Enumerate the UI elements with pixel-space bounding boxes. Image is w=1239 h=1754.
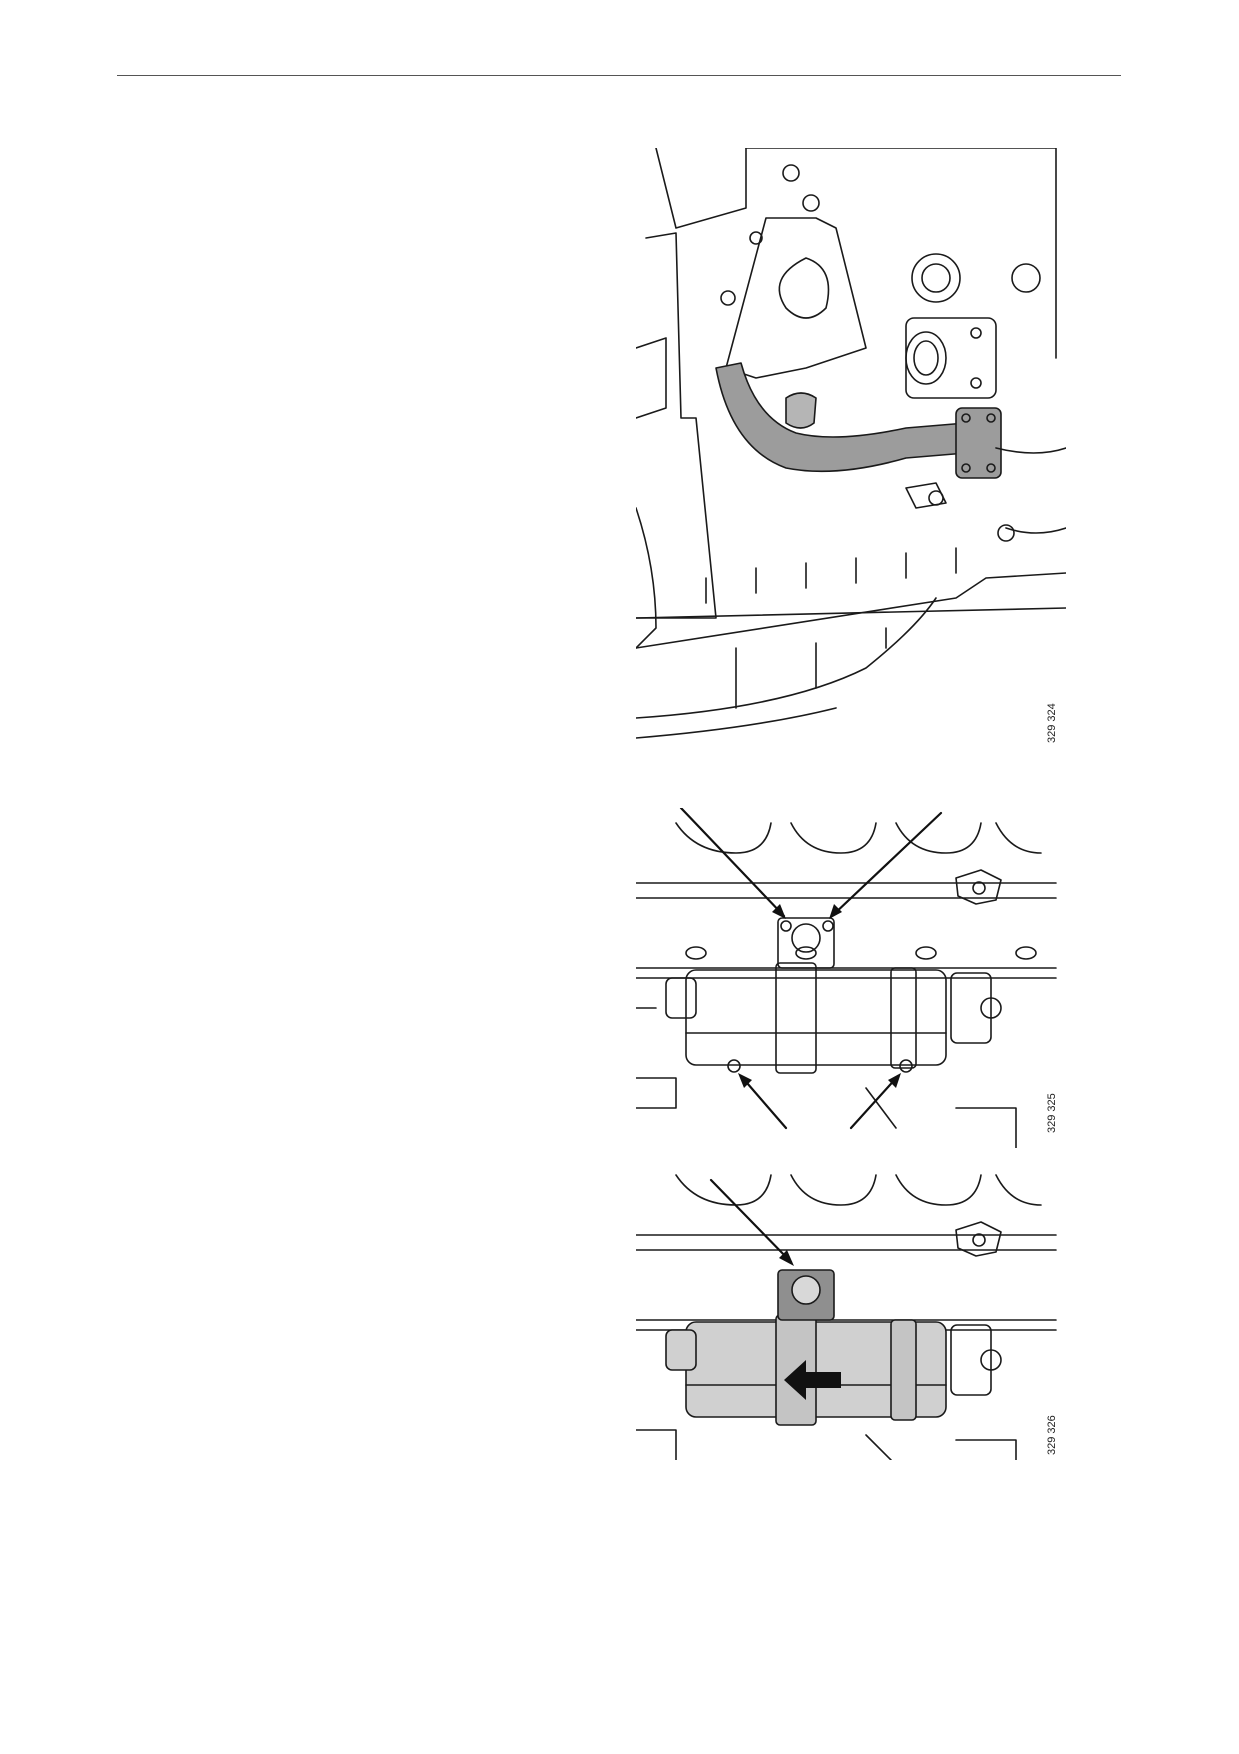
figure-number: 329 326	[1046, 1415, 1058, 1455]
coolant-pipe-illustration	[636, 148, 1066, 739]
cooler-removal-illustration	[636, 1174, 1057, 1460]
figure-number: 329 324	[1046, 703, 1058, 743]
figure-cooler-bolts: 329 325	[636, 808, 1066, 1148]
cooler-bolts-illustration	[636, 808, 1057, 1148]
figure-cooler-removal: 329 326	[636, 1170, 1066, 1460]
header-rule	[117, 75, 1121, 76]
figure-coolant-pipe: 329 324	[636, 148, 1066, 748]
figure-number: 329 325	[1046, 1093, 1058, 1133]
